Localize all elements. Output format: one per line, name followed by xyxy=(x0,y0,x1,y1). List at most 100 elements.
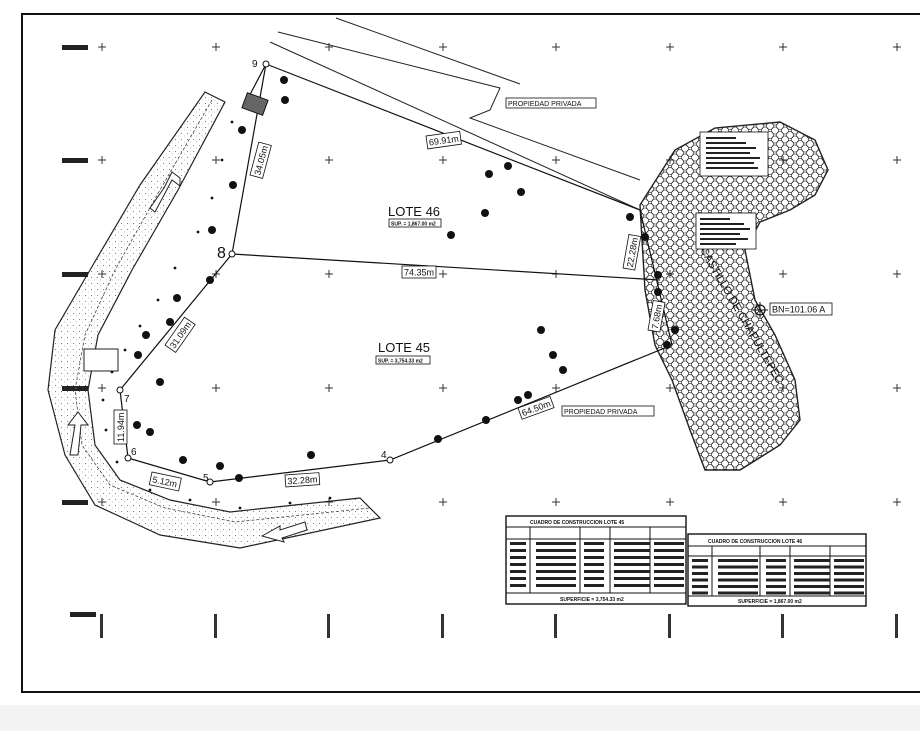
lot-46-area: SUP. = 1,867.00 m2 xyxy=(391,222,436,228)
neighbor-boundary xyxy=(269,17,641,211)
dimension-7: 7.68m xyxy=(650,304,664,330)
tree-icon xyxy=(549,351,557,359)
tree-icon xyxy=(447,231,455,239)
dimension-69: 69.91m xyxy=(428,134,459,148)
table-cell xyxy=(510,542,526,545)
table-cell xyxy=(536,542,576,545)
table-cell xyxy=(654,577,684,580)
tree-icon xyxy=(537,326,545,334)
tree-icon xyxy=(626,213,634,221)
tree-icon xyxy=(134,351,142,359)
survey-point xyxy=(173,266,177,270)
table-cell xyxy=(766,565,786,569)
table-cell xyxy=(584,570,604,573)
castillo-road xyxy=(639,121,829,471)
road-arrow-icon xyxy=(66,171,308,543)
table-cell xyxy=(718,578,758,582)
survey-point xyxy=(148,488,152,492)
table-46-title: CUADRO DE CONSTRUCCION LOTE 46 xyxy=(708,539,802,545)
tree-icon xyxy=(281,96,289,104)
table-cell xyxy=(536,549,576,552)
survey-point xyxy=(104,428,108,432)
table-cell xyxy=(834,591,864,595)
tree-icon xyxy=(206,276,214,284)
construction-table-lot-45: CUADRO DE CONSTRUCCION LOTE 45 SUPERFICI… xyxy=(505,515,687,605)
table-46-total: SUPERFICIE = 1,867.00 m2 xyxy=(738,599,802,605)
table-cell xyxy=(794,578,830,582)
vertex-label-8: 8 xyxy=(217,245,226,262)
grid-column-tags xyxy=(100,614,898,638)
neighbor-label-box-top xyxy=(505,97,597,109)
table-cell xyxy=(584,549,604,552)
table-cell xyxy=(614,549,650,552)
table-cell xyxy=(766,559,786,562)
survey-point xyxy=(196,230,200,234)
tree-icon xyxy=(142,331,150,339)
benchmark-box xyxy=(769,302,833,316)
vertex-label-4: 4 xyxy=(381,450,387,461)
dimension-labels: 69.91m 34.05m 74.35m 31.09m 11.94m 5.12m… xyxy=(113,130,666,492)
table-cell xyxy=(584,542,604,545)
table-cell xyxy=(834,565,864,569)
tree-icon xyxy=(173,294,181,302)
survey-point xyxy=(138,324,142,328)
neighbor-label-box-bottom xyxy=(561,405,655,417)
table-cell xyxy=(766,572,786,575)
table-cell xyxy=(718,591,758,595)
table-cell xyxy=(536,577,576,580)
vertex-label-5: 5 xyxy=(203,473,209,484)
drawing-frame xyxy=(21,13,920,693)
table-cell xyxy=(766,585,786,588)
tree-icon xyxy=(156,378,164,386)
access-road xyxy=(47,91,382,549)
table-cell xyxy=(794,591,830,595)
table-cell xyxy=(692,585,708,588)
table-cell xyxy=(766,591,786,595)
construction-table-lot-46: CUADRO DE CONSTRUCCION LOTE 46 SUPERFICI… xyxy=(687,533,867,607)
table-cell xyxy=(654,549,684,552)
tree-markers xyxy=(133,76,679,482)
dimension-74: 74.35m xyxy=(404,268,434,278)
table-cell xyxy=(718,565,758,569)
annotation-notes xyxy=(695,131,769,250)
table-cell xyxy=(654,570,684,573)
survey-point xyxy=(156,298,160,302)
table-cell xyxy=(510,577,526,580)
tree-icon xyxy=(663,341,671,349)
table-cell xyxy=(692,565,708,569)
vertex-label-9: 9 xyxy=(252,59,258,70)
survey-point xyxy=(115,460,119,464)
table-cell xyxy=(614,563,650,566)
table-cell xyxy=(584,584,604,587)
table-cell xyxy=(614,570,650,573)
survey-point xyxy=(220,158,224,162)
table-cell xyxy=(536,556,576,559)
lot-46-title: LOTE 46 xyxy=(388,204,440,219)
survey-points xyxy=(101,120,332,510)
tree-icon xyxy=(179,456,187,464)
structure-hatch xyxy=(241,92,269,116)
survey-point xyxy=(210,196,214,200)
lot-46-area-box xyxy=(388,218,442,228)
tree-icon xyxy=(235,474,243,482)
tree-icon xyxy=(434,435,442,443)
lot-45-title: LOTE 45 xyxy=(378,340,430,355)
drawing-card: 9 8 7 6 5 4 LOTE 46 SUP. = 1,867.00 m2 L… xyxy=(0,0,920,705)
table-cell xyxy=(584,577,604,580)
neighbor-label-bottom: PROPIEDAD PRIVADA xyxy=(564,409,638,416)
table-cell xyxy=(654,542,684,545)
tree-icon xyxy=(208,226,216,234)
table-cell xyxy=(834,559,864,562)
survey-point xyxy=(123,348,127,352)
table-cell xyxy=(510,570,526,573)
tree-icon xyxy=(481,209,489,217)
tree-icon xyxy=(146,428,154,436)
table-cell xyxy=(692,591,708,595)
survey-point xyxy=(238,506,242,510)
tree-icon xyxy=(166,318,174,326)
tree-icon xyxy=(280,76,288,84)
survey-point xyxy=(230,120,234,124)
vertex-markers xyxy=(116,60,394,486)
table-cell xyxy=(654,563,684,566)
table-cell xyxy=(766,578,786,582)
